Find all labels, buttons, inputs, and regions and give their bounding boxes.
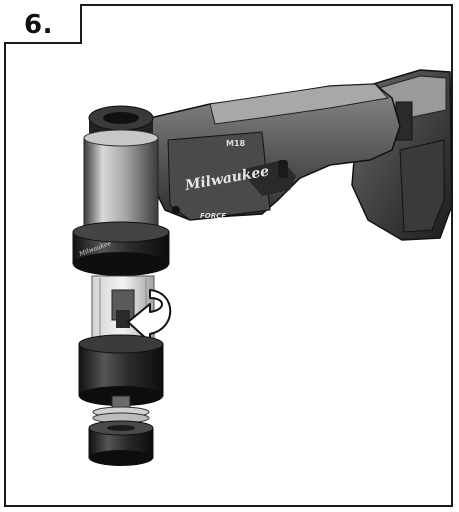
die-holder: [78, 334, 164, 406]
tool-body: [149, 83, 401, 221]
spacer-washers: [92, 395, 150, 424]
figure-frame: [4, 4, 453, 507]
punch-die: [88, 420, 154, 466]
force-logo: FORCE: [200, 212, 226, 220]
tool-collar: Milwaukee: [72, 221, 170, 276]
step-number-box: 6.: [4, 4, 82, 44]
rotate-arrow-icon: [127, 289, 172, 343]
tool-head: [83, 105, 159, 235]
step-number: 6.: [24, 10, 53, 40]
model-label: M18: [226, 139, 246, 148]
